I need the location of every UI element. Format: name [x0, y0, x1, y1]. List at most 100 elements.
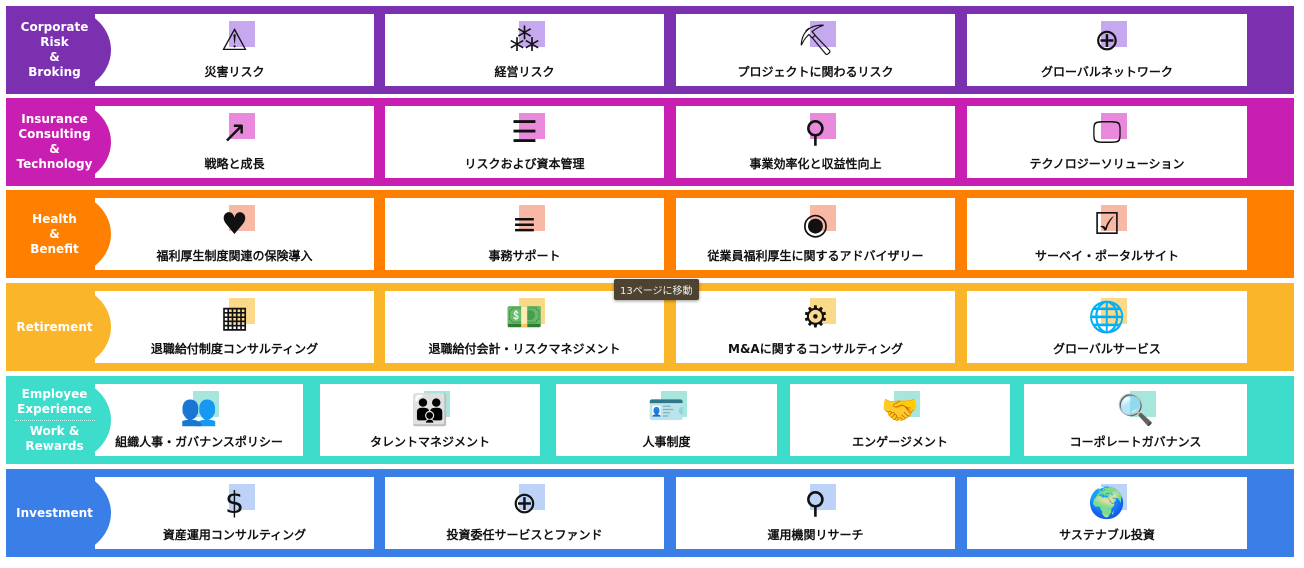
category-row: Investment $ 資産運用コンサルティング ⊕投資委任サービスとファンド⚲運用…	[6, 469, 1294, 557]
server-icon: ≡	[505, 205, 545, 245]
search-person-icon: 🔍	[1116, 391, 1156, 431]
people-circle-icon: ◉	[796, 205, 836, 245]
category-label: Retirement	[6, 283, 111, 371]
icon-highlight	[228, 484, 255, 510]
service-card[interactable]: $ 資産運用コンサルティング	[95, 477, 374, 549]
eco-globe-icon: 🌍	[1087, 484, 1127, 524]
icon-highlight	[809, 484, 836, 510]
icon-highlight	[518, 21, 545, 47]
service-card[interactable]: ⚲運用機関リサーチ	[676, 477, 955, 549]
service-card[interactable]: ⛏ プロジェクトに関わるリスク	[676, 14, 955, 86]
icon-highlight	[1101, 21, 1127, 47]
icon-highlight	[1101, 205, 1127, 231]
service-card[interactable]: ≡ 事務サポート	[385, 198, 664, 270]
category-label-line: Rewards	[25, 438, 84, 453]
icon-glyph: ⊕	[511, 486, 538, 521]
service-card[interactable]: ⚙M&Aに関するコンサルティング	[676, 291, 955, 363]
service-label: 資産運用コンサルティング	[162, 528, 307, 542]
icon-highlight	[809, 21, 836, 47]
category-label-line: Employee	[21, 386, 88, 401]
icon-glyph: 🌍	[1088, 486, 1126, 521]
service-label: エンゲージメント	[852, 435, 948, 449]
icon-glyph: ↗	[221, 115, 248, 150]
service-card[interactable]: ⁂ 経営リスク	[385, 14, 664, 86]
service-card[interactable]: 💵 退職給付会計・リスクマネジメント	[385, 291, 664, 363]
category-label-line: &	[49, 50, 60, 64]
service-card[interactable]: 🔍コーポレートガバナンス	[1024, 384, 1247, 456]
tooltip: 13ページに移動	[614, 279, 699, 300]
category-label-line: &	[49, 226, 60, 241]
category-label-line: Risk	[40, 35, 69, 49]
category-label-line: Benefit	[30, 241, 79, 256]
category-label-line: Consulting	[18, 127, 91, 141]
icon-glyph: 🪪	[647, 393, 686, 428]
category-label-line: Investment	[16, 505, 93, 520]
service-card[interactable]: 👥組織人事・ガバナンスポリシー	[95, 384, 303, 456]
service-card[interactable]: 👪タレントマネジメント	[320, 384, 540, 456]
service-label: 福利厚生制度関連の保険導入	[156, 249, 313, 263]
service-card[interactable]: ☰リスクおよび資本管理	[385, 106, 664, 178]
icon-glyph: ⚠	[221, 23, 248, 58]
crowd-icon: ⁂	[505, 21, 545, 61]
analytics-icon: ⚲	[796, 113, 836, 153]
handshake-icon: 🤝	[880, 391, 920, 431]
service-label: グローバルサービス	[1053, 342, 1161, 356]
icon-highlight	[894, 391, 920, 417]
service-card[interactable]: ▦退職給付制度コンサルティング	[95, 291, 374, 363]
service-card[interactable]: ◉従業員福利厚生に関するアドバイザリー	[676, 198, 955, 270]
category-label-line: Health	[32, 211, 77, 226]
service-card[interactable]: 🖵 テクノロジーソリューション	[967, 106, 1247, 178]
monitor-icon: 🖵	[1087, 113, 1127, 153]
service-card[interactable]: ⊕ グローバルネットワーク	[967, 14, 1247, 86]
icon-highlight	[518, 205, 545, 231]
dollar-cycle-icon: $	[215, 484, 255, 524]
service-card[interactable]: ↗ 戦略と成長	[95, 106, 374, 178]
service-card[interactable]: 🌐 グローバルサービス	[967, 291, 1247, 363]
service-label: 事業効率化と収益性向上	[749, 157, 882, 171]
service-card[interactable]: 🪪人事制度	[556, 384, 777, 456]
icon-glyph: 🖵	[1092, 115, 1122, 150]
icon-highlight	[1101, 484, 1127, 510]
service-card[interactable]: 🤝 エンゲージメント	[790, 384, 1010, 456]
service-card[interactable]: ♥ 福利厚生制度関連の保険導入	[95, 198, 374, 270]
service-label: テクノロジーソリューション	[1029, 157, 1185, 171]
service-label: M&Aに関するコンサルティング	[728, 342, 903, 356]
magnifier-icon: ⚲	[796, 484, 836, 524]
service-card[interactable]: ⊕投資委任サービスとファンド	[385, 477, 664, 549]
service-label: 経営リスク	[494, 65, 555, 79]
category-label-line: &	[49, 142, 60, 156]
icon-glyph: ♥	[221, 207, 248, 242]
network-globe-icon: ⊕	[1087, 21, 1127, 61]
icon-glyph: ▦	[220, 300, 249, 335]
service-label: 災害リスク	[204, 65, 265, 79]
service-label: サーベイ・ポータルサイト	[1034, 249, 1179, 263]
icon-glyph: $	[224, 486, 245, 521]
icon-glyph: ⚲	[804, 115, 827, 150]
icon-glyph: 🌐	[1088, 300, 1126, 335]
icon-highlight	[1101, 298, 1127, 324]
service-card[interactable]: ☑サーベイ・ポータルサイト	[967, 198, 1247, 270]
service-card[interactable]: 🌍 サステナブル投資	[967, 477, 1247, 549]
service-label: サステナブル投資	[1059, 528, 1155, 542]
service-label: リスクおよび資本管理	[464, 157, 585, 171]
cash-icon: 💵	[505, 298, 545, 338]
service-card[interactable]: ⚠ 災害リスク	[95, 14, 374, 86]
icon-glyph: ≡	[511, 207, 538, 242]
icon-glyph: 💵	[505, 300, 544, 335]
icon-glyph: ◉	[802, 207, 829, 242]
warning-icon: ⚠	[215, 21, 255, 61]
divider	[14, 419, 95, 421]
heart-hand-icon: ♥	[215, 205, 255, 245]
service-label: グローバルネットワーク	[1041, 65, 1173, 79]
service-label: 退職給付会計・リスクマネジメント	[428, 342, 621, 356]
service-card[interactable]: ⚲ 事業効率化と収益性向上	[676, 106, 955, 178]
icon-highlight	[1129, 391, 1156, 417]
icon-highlight	[518, 484, 545, 510]
service-label: 戦略と成長	[204, 157, 265, 171]
excavator-icon: ⛏	[796, 21, 836, 61]
service-label: 事務サポート	[488, 249, 561, 263]
service-label: プロジェクトに関わるリスク	[737, 65, 894, 79]
